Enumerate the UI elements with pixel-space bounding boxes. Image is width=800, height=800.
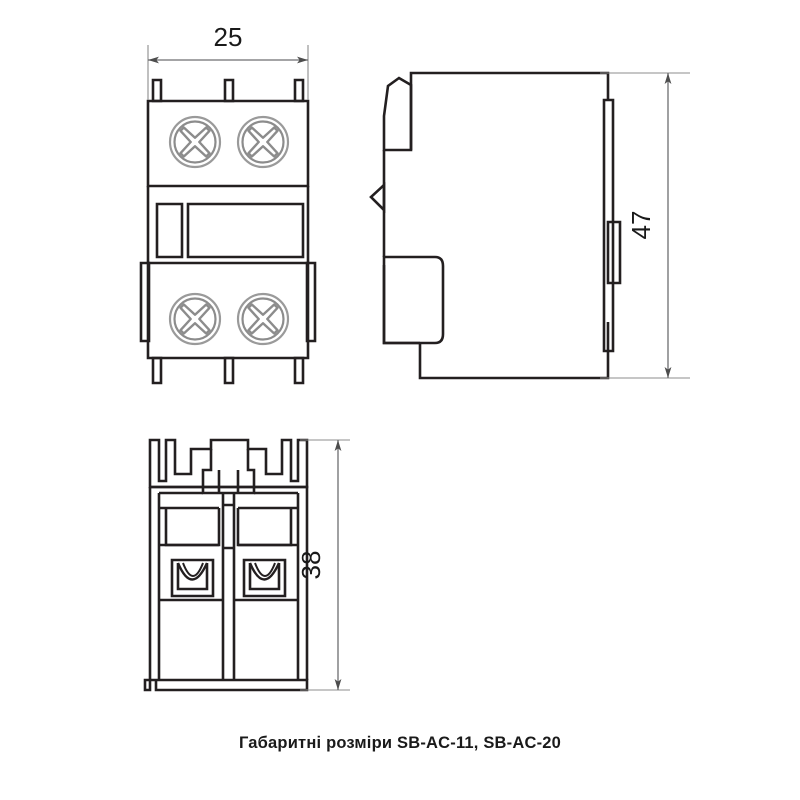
front-view-side-rails-upper bbox=[146, 186, 310, 263]
bottom-view-center-spine bbox=[221, 493, 236, 680]
dimension-38-label: 38 bbox=[296, 551, 326, 580]
front-view bbox=[139, 78, 317, 385]
side-view bbox=[369, 71, 622, 380]
bottom-view-clip-profile bbox=[148, 438, 309, 489]
front-view-center-window bbox=[155, 202, 305, 259]
dimension-47-label: 47 bbox=[626, 211, 656, 240]
bottom-view-clamp-right bbox=[242, 558, 287, 598]
drawing-caption: Габаритні розміри SB-AC-11, SB-AC-20 bbox=[238, 734, 562, 752]
front-view-bottom-legs bbox=[151, 356, 305, 385]
front-view-outer-flanges bbox=[139, 261, 317, 343]
bottom-view bbox=[143, 438, 309, 692]
bottom-view-cavity-right bbox=[236, 508, 293, 547]
terminal-screw-icon bbox=[236, 115, 290, 169]
bottom-view-spine-ties bbox=[223, 503, 234, 550]
side-view-lower-boss bbox=[382, 255, 445, 345]
dimension-25-label: 25 bbox=[214, 22, 243, 52]
terminal-screw-icon bbox=[168, 115, 222, 169]
side-view-latch-tab bbox=[382, 76, 413, 152]
dimension-annotations: 25 47 38 bbox=[147, 22, 690, 691]
side-view-rail-notch bbox=[606, 220, 622, 285]
bottom-view-outer-wall bbox=[148, 485, 309, 680]
side-view-rail-slot bbox=[602, 98, 615, 353]
bottom-view-center-boss bbox=[201, 449, 256, 495]
bottom-view-clamp-left bbox=[170, 558, 215, 598]
side-view-triangle-marker bbox=[369, 182, 386, 214]
side-view-body-outline bbox=[409, 71, 610, 380]
side-view-left-edge-lower bbox=[382, 265, 420, 345]
terminal-screw-icon bbox=[168, 292, 222, 346]
bottom-view-cavity-left bbox=[164, 508, 221, 547]
front-view-lower-body bbox=[146, 261, 310, 360]
bottom-view-foot bbox=[150, 678, 309, 692]
terminal-screw-icon bbox=[236, 292, 290, 346]
dimension-47: 47 bbox=[600, 72, 690, 379]
bottom-view-foot-left-tab bbox=[143, 678, 152, 692]
bottom-view-inner-wall bbox=[157, 493, 300, 680]
bottom-view-center-boss-ribs bbox=[217, 470, 240, 493]
dimension-38: 38 bbox=[296, 439, 350, 691]
front-view-top-legs bbox=[151, 78, 305, 103]
dimension-25: 25 bbox=[147, 22, 309, 100]
